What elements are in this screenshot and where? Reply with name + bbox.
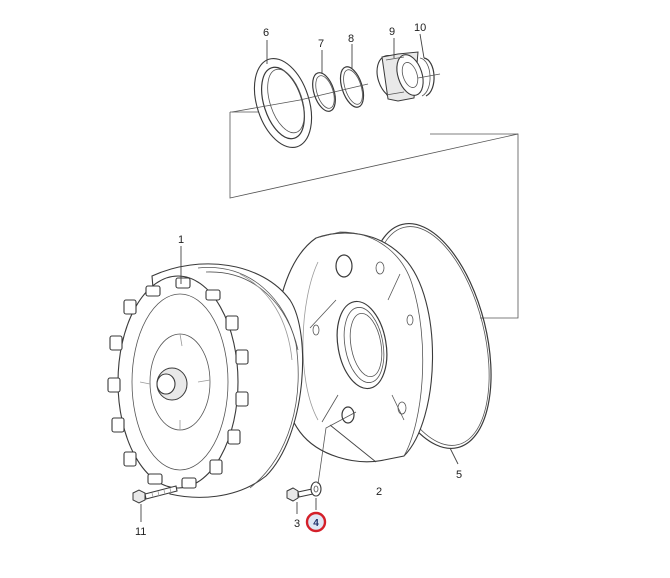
- callout-leaders: [180, 33, 459, 465]
- callout-8[interactable]: 8: [348, 33, 354, 45]
- callout-2[interactable]: 2: [376, 486, 382, 498]
- o-ring-part-7[interactable]: [308, 70, 339, 114]
- callout-6[interactable]: 6: [263, 27, 269, 39]
- callout-9[interactable]: 9: [389, 26, 395, 38]
- callout-1[interactable]: 1: [178, 234, 184, 246]
- highlighted-callout-4[interactable]: 4: [305, 511, 327, 533]
- o-ring-part-8[interactable]: [299, 64, 369, 110]
- callout-labels: 1 2 3 5 6 7 8 9 10 11: [135, 22, 462, 538]
- callout-3[interactable]: 3: [294, 518, 300, 530]
- callout-7[interactable]: 7: [318, 38, 324, 50]
- callout-11[interactable]: 11: [135, 526, 146, 538]
- converter-lugs: [107, 277, 249, 489]
- circlip-part-10[interactable]: [417, 57, 441, 97]
- callout-5[interactable]: 5: [456, 469, 462, 481]
- washer-part-4[interactable]: [310, 411, 357, 510]
- screw-part-11[interactable]: [132, 485, 178, 522]
- torque-converter-part-1[interactable]: [107, 263, 304, 498]
- cover-plate-part-2[interactable]: [275, 231, 434, 463]
- seal-ring-part-6[interactable]: [231, 51, 322, 155]
- bearing-part-9[interactable]: [372, 51, 428, 102]
- callout-10[interactable]: 10: [414, 22, 426, 34]
- exploded-view-frame: [229, 111, 519, 319]
- callout-4[interactable]: 4: [313, 518, 319, 529]
- bolt-part-3[interactable]: [286, 487, 314, 514]
